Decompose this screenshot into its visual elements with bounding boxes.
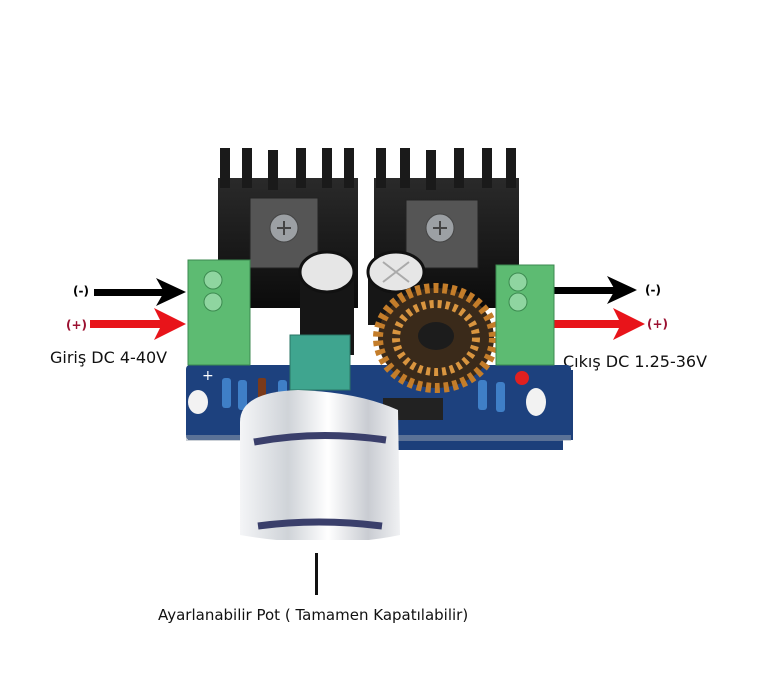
input-negative-arrow-icon <box>94 278 186 306</box>
silkscreen-plus: + <box>202 368 214 384</box>
output-positive-label: (+) <box>647 317 669 331</box>
input-positive-label: (+) <box>66 318 88 332</box>
heatsink-left <box>218 148 358 308</box>
pot-pointer-line <box>315 553 318 595</box>
input-negative-label: (-) <box>73 284 89 298</box>
output-negative-label: (-) <box>645 283 661 297</box>
input-voltage-label: Giriş DC 4-40V <box>50 348 168 367</box>
board-illustration: + <box>186 148 573 543</box>
led <box>515 371 529 385</box>
toroid-inductor <box>373 283 499 393</box>
potentiometer <box>289 334 351 391</box>
buck-converter-board: + <box>178 140 588 543</box>
pot-knob <box>240 390 400 543</box>
input-positive-arrow-icon <box>90 308 186 340</box>
pot-label: Ayarlanabilir Pot ( Tamamen Kapatılabili… <box>158 606 469 624</box>
terminal-block-input <box>187 259 251 366</box>
output-positive-arrow-icon <box>549 308 645 340</box>
output-voltage-label: Çıkış DC 1.25-36V <box>563 352 708 371</box>
standoff <box>188 390 208 414</box>
output-negative-arrow-icon <box>545 276 637 304</box>
standoff <box>526 388 546 416</box>
terminal-block-output <box>495 264 555 366</box>
